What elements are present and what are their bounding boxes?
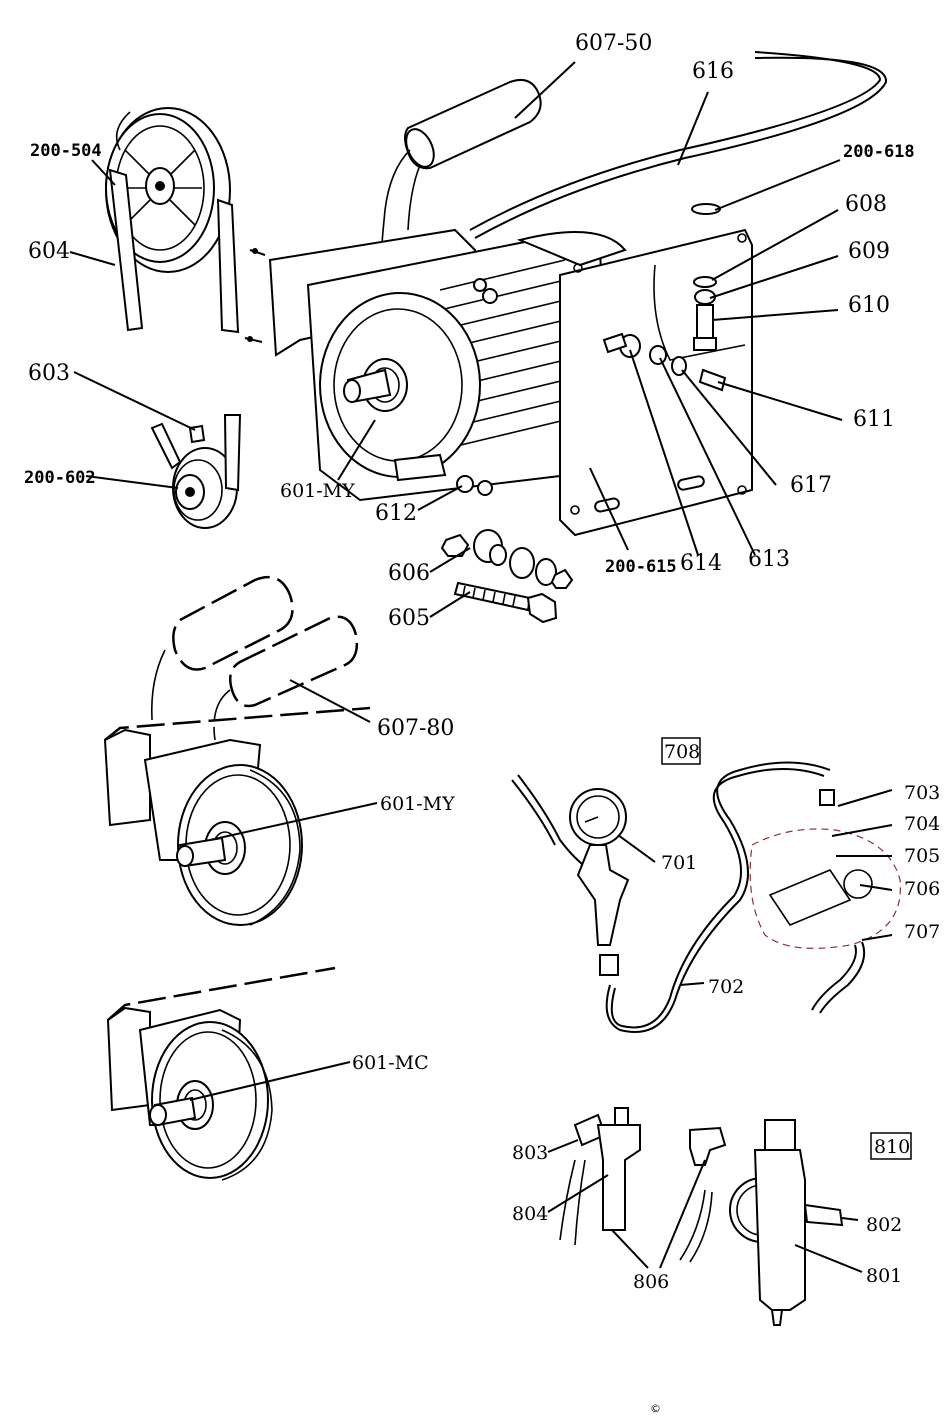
label-610: 610 — [848, 293, 890, 318]
label-608: 608 — [845, 192, 887, 217]
pulley-200-602 — [152, 415, 240, 528]
label-701: 701 — [661, 852, 697, 874]
copyright-mark: © — [650, 1402, 661, 1415]
label-707: 707 — [904, 921, 940, 943]
label-200-504: 200-504 — [30, 141, 102, 161]
motor-end-cap-601-my — [320, 293, 480, 480]
label-606: 606 — [388, 561, 430, 586]
label-200-615: 200-615 — [605, 557, 677, 577]
label-611: 611 — [853, 407, 895, 432]
bolt-set-605-606 — [442, 530, 572, 622]
label-703: 703 — [904, 782, 940, 804]
tire-inflator-708 — [512, 763, 900, 1033]
label-607-50: 607-50 — [575, 31, 652, 56]
label-604: 604 — [28, 239, 70, 264]
label-616: 616 — [692, 59, 734, 84]
label-706: 706 — [904, 878, 940, 900]
label-803: 803 — [512, 1142, 548, 1164]
label-804: 804 — [512, 1203, 548, 1225]
label-810: 810 — [874, 1136, 910, 1158]
label-702: 702 — [708, 976, 744, 998]
label-617: 617 — [790, 473, 832, 498]
label-601-mc: 601-MC — [352, 1052, 429, 1074]
motor-601-my-alt — [105, 708, 370, 925]
label-704: 704 — [904, 813, 940, 835]
label-609: 609 — [848, 239, 890, 264]
cable-616 — [470, 52, 886, 238]
label-801: 801 — [866, 1265, 902, 1287]
filter-regulator-810 — [560, 1108, 842, 1325]
label-605: 605 — [388, 606, 430, 631]
dual-capacitors-607-80 — [152, 577, 357, 740]
label-613: 613 — [748, 547, 790, 572]
label-802: 802 — [866, 1214, 902, 1236]
label-806: 806 — [633, 1271, 669, 1293]
screws — [245, 248, 265, 342]
label-612: 612 — [375, 501, 417, 526]
label-705: 705 — [904, 845, 940, 867]
label-607-80: 607-80 — [377, 716, 454, 741]
label-614: 614 — [680, 551, 722, 576]
label-708: 708 — [664, 741, 700, 763]
label-603: 603 — [28, 361, 70, 386]
label-200-602: 200-602 — [24, 468, 96, 488]
label-601-my-mid: 601-MY — [380, 793, 455, 815]
label-601-my-top: 601-MY — [280, 480, 355, 502]
label-200-618: 200-618 — [843, 142, 915, 162]
